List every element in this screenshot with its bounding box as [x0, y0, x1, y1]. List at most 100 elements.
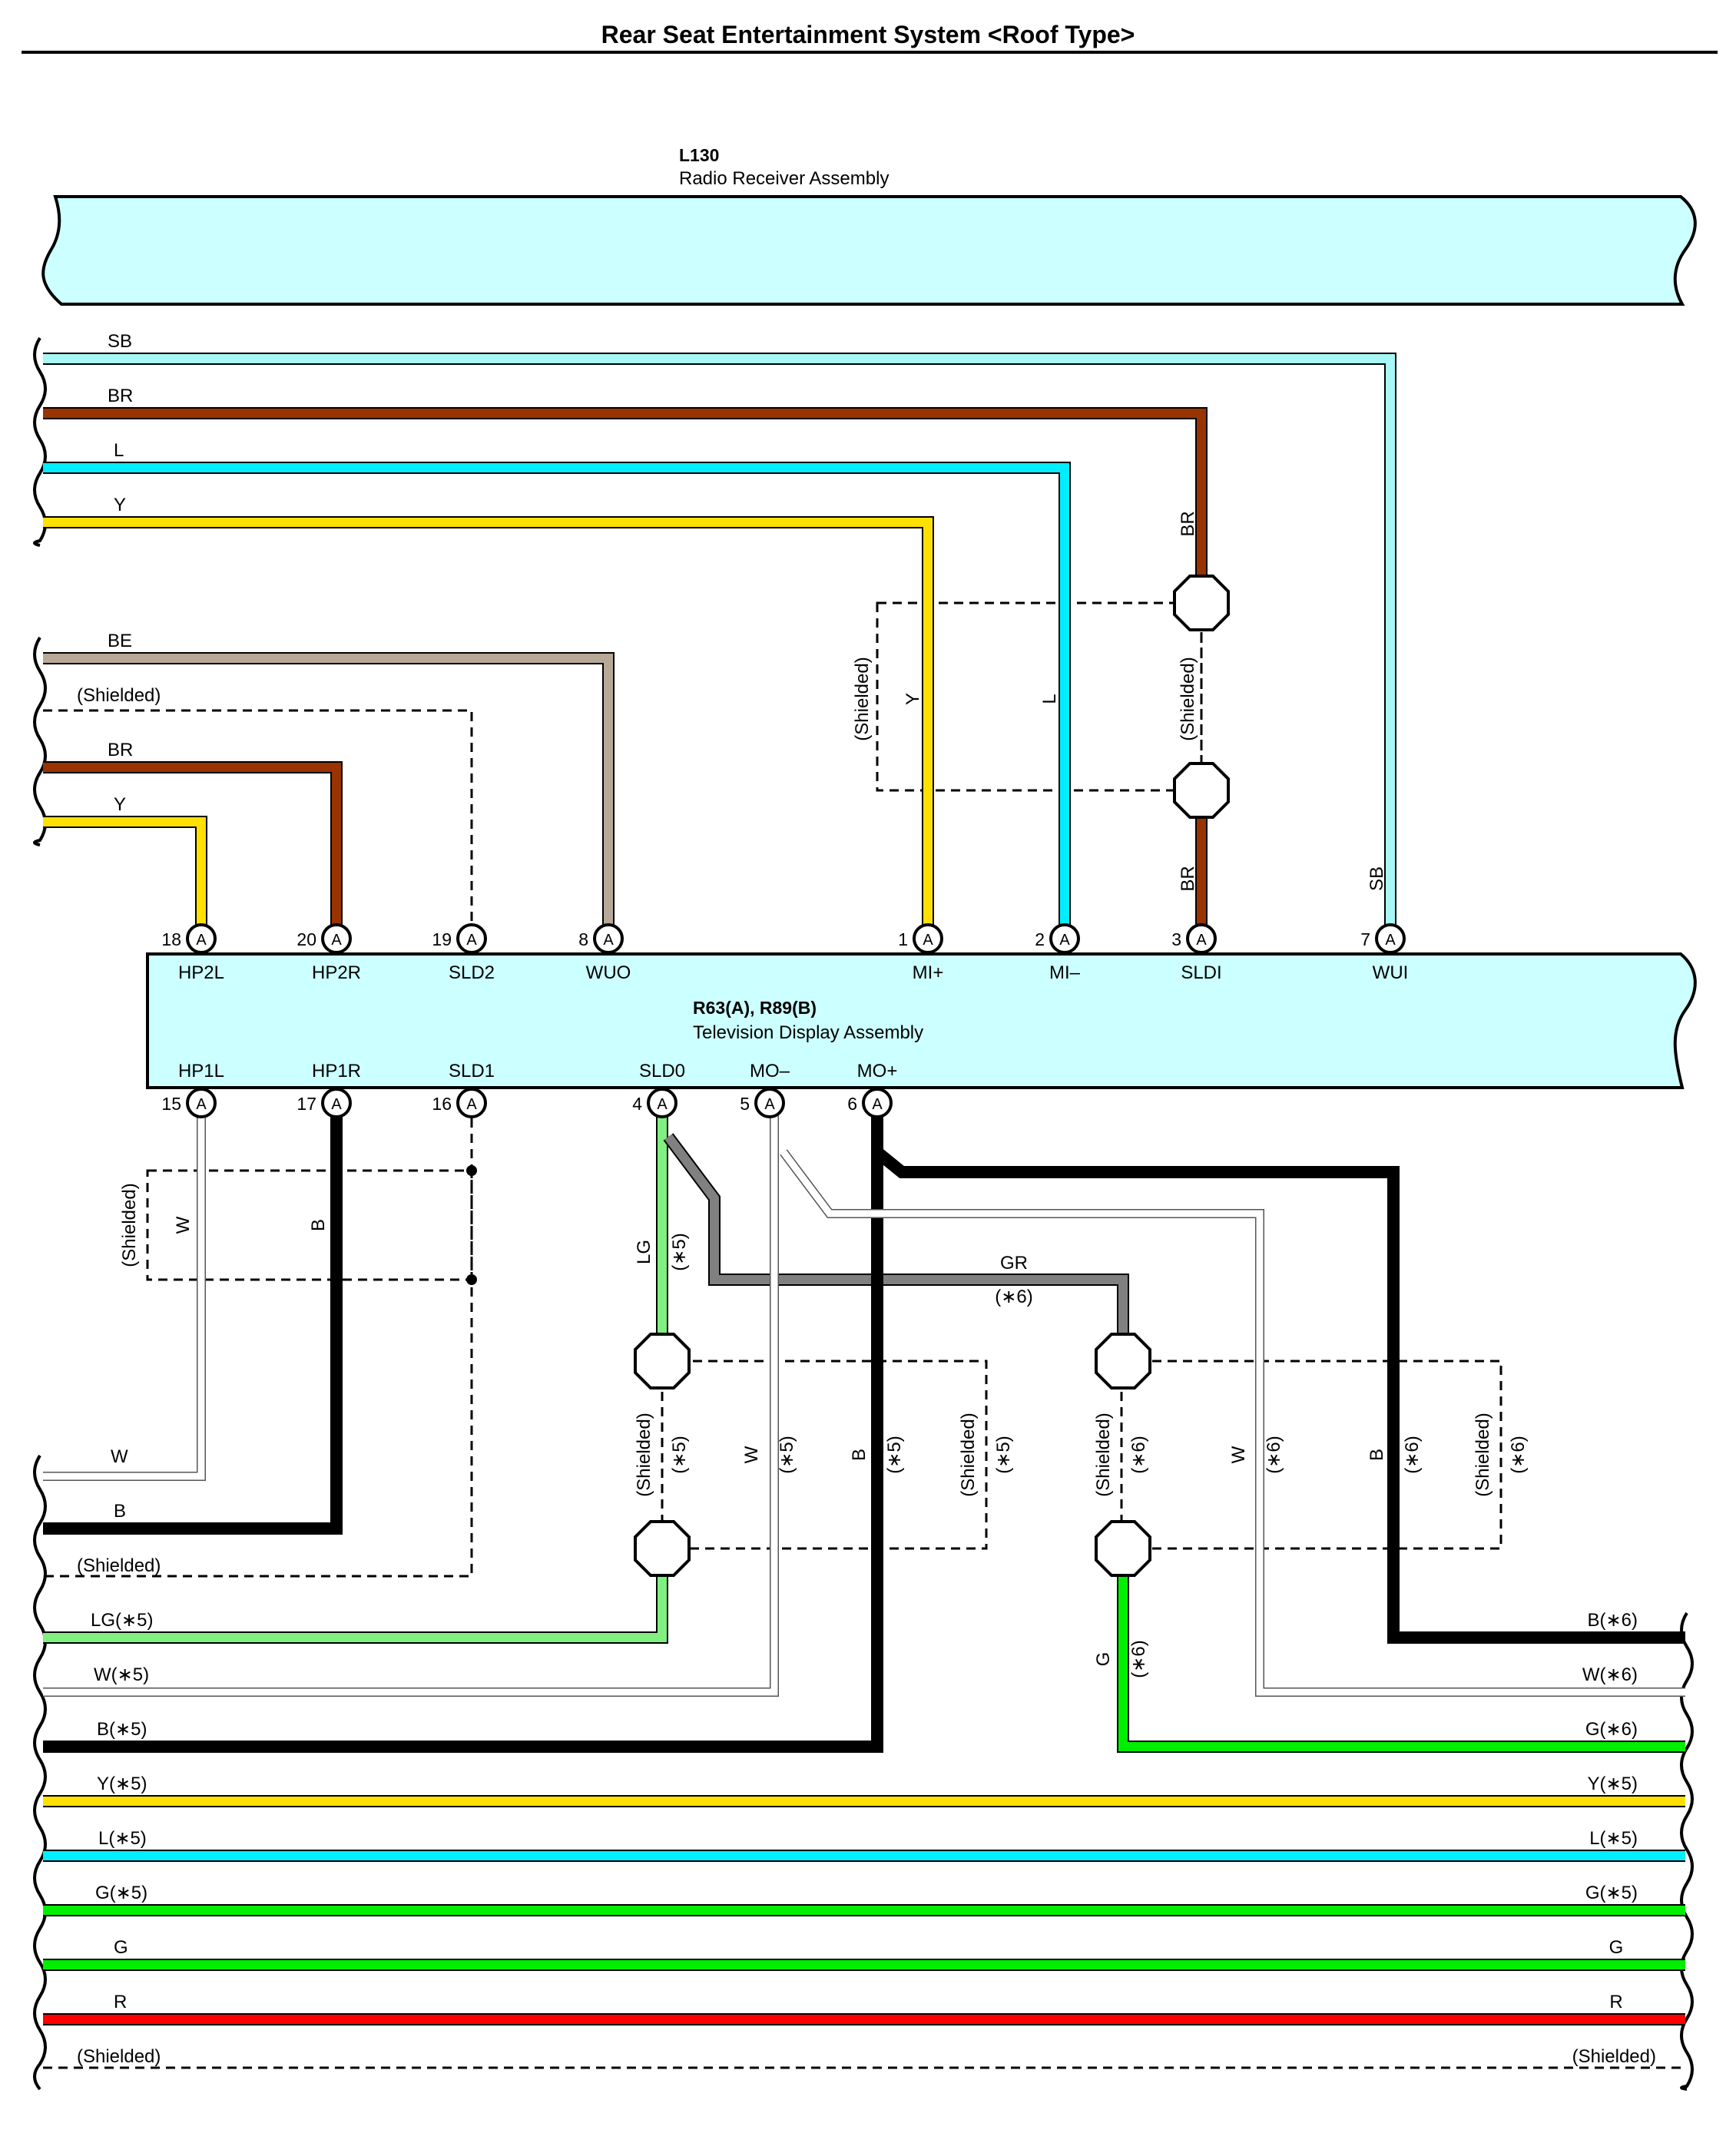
pin-label: HP1L — [178, 1061, 224, 1081]
radio-receiver-box — [41, 195, 1697, 306]
vlabel-note5: (∗5) — [993, 1436, 1014, 1473]
pin-sld0: A4 SLD0 — [632, 1061, 685, 1118]
pin-number: 2 — [1035, 929, 1045, 949]
pin-label: HP1R — [312, 1061, 361, 1081]
wire-label-r: R — [114, 1992, 127, 2012]
break-edge — [33, 336, 47, 547]
pin-label: HP2R — [312, 962, 361, 983]
pin-circle — [862, 1088, 893, 1118]
pin-label: SLD1 — [449, 1061, 495, 1081]
pin-label: MI– — [1049, 962, 1081, 983]
wire-label-r-right: R — [1609, 1992, 1622, 2012]
pin-number: 4 — [632, 1094, 642, 1114]
vlabel-w: W — [173, 1216, 194, 1234]
pin-circle — [456, 923, 487, 954]
pin-connector-letter: A — [657, 1096, 668, 1113]
vlabel-note5: (∗5) — [777, 1436, 797, 1473]
wire-label-w5: W(∗5) — [94, 1664, 149, 1685]
wire-label-g5-right: G(∗5) — [1585, 1883, 1638, 1903]
vlabel-lg: LG — [634, 1240, 654, 1264]
pin-label: WUO — [586, 962, 631, 983]
pin-connector-letter: A — [466, 932, 477, 949]
pin-number: 6 — [847, 1094, 857, 1114]
vlabel-b: B — [1367, 1449, 1387, 1461]
pin-number: 19 — [432, 929, 452, 949]
radio-code: L130 — [679, 145, 719, 165]
vlabel-shielded: (Shielded) — [1178, 657, 1198, 740]
wire-label-lg5: LG(∗5) — [91, 1610, 153, 1631]
pin-connector-letter: A — [872, 1096, 883, 1113]
vlabel-shielded: (Shielded) — [634, 1413, 654, 1496]
pin-circle — [913, 923, 943, 954]
shield-octagon-connector — [634, 1333, 691, 1389]
tv-display-box — [146, 952, 1697, 1089]
wires — [43, 353, 1685, 2025]
break-edge — [33, 1454, 47, 2091]
vlabel-g: G — [1093, 1652, 1114, 1667]
wire-label-l5-right: L(∗5) — [1589, 1828, 1638, 1849]
vlabel-note6: (∗6) — [1402, 1436, 1423, 1473]
pin-number: 7 — [1360, 929, 1370, 949]
wire-y — [43, 816, 207, 939]
pin-circle — [1375, 923, 1406, 954]
pin-number: 16 — [432, 1094, 452, 1114]
vlabel-y: Y — [903, 693, 923, 705]
wire-label-y: Y — [114, 794, 126, 815]
pin-hp1r: A 17 HP1R — [297, 1061, 361, 1118]
pin-connector-letter: A — [764, 1096, 775, 1113]
vertical-wire-labels: BR (Shielded) Y L (Shielded) BR SB (Shie… — [119, 511, 1529, 1678]
pin-label: HP2L — [178, 962, 224, 983]
wire-w — [780, 1149, 1685, 1697]
pin-circle — [593, 923, 624, 954]
wire-label-l5: L(∗5) — [98, 1828, 147, 1849]
wire-label-b5: B(∗5) — [97, 1719, 147, 1740]
pin-number: 17 — [297, 1094, 316, 1114]
vlabel-note6: (∗6) — [1128, 1436, 1149, 1473]
splice-point — [466, 1274, 477, 1285]
pin-circle — [1049, 923, 1080, 954]
pin-connector-letter: A — [331, 1096, 342, 1113]
vlabel-shielded: (Shielded) — [852, 657, 873, 740]
wire-label-y5: Y(∗5) — [97, 1774, 147, 1794]
wire-label-g-right: G — [1609, 1937, 1624, 1958]
wire-br — [43, 407, 1208, 603]
vlabel-br: BR — [1178, 511, 1198, 536]
wire-l — [43, 462, 1071, 939]
wire-br — [43, 761, 343, 939]
diagram-break-edges — [33, 336, 1694, 2091]
pin-label: SLD2 — [449, 962, 495, 983]
vlabel-note5: (∗5) — [884, 1436, 905, 1473]
vlabel-b: B — [308, 1219, 329, 1231]
wire-label-be: BE — [108, 631, 132, 651]
pin-circle — [186, 1088, 217, 1118]
vlabel-w: W — [1228, 1446, 1249, 1463]
pin-label: SLDI — [1181, 962, 1221, 983]
wire-b — [873, 1147, 1685, 1644]
wire-label-shielded: (Shielded) — [77, 685, 161, 706]
wire-label-b: B — [114, 1501, 126, 1522]
wire-label-y: Y — [114, 495, 126, 515]
vlabel-note5: (∗5) — [669, 1233, 690, 1270]
wire-g — [1117, 1548, 1685, 1753]
pin-circle — [647, 1088, 678, 1118]
pin-circle — [321, 923, 352, 954]
pin-label: SLD0 — [639, 1061, 685, 1081]
pin-number: 8 — [578, 929, 588, 949]
vlabel-sb: SB — [1367, 866, 1387, 891]
wire-b — [43, 1103, 883, 1753]
wire-label-w6: W(∗6) — [1582, 1664, 1638, 1685]
pin-connector-letter: A — [196, 1096, 207, 1113]
pin-connector-letter: A — [1385, 932, 1396, 949]
tv-name: Television Display Assembly — [693, 1022, 923, 1043]
vlabel-l: L — [1039, 694, 1060, 704]
diagram-title: Rear Seat Entertainment System <Roof Typ… — [601, 21, 1135, 48]
wire-label-g5: G(∗5) — [95, 1883, 147, 1903]
shield-octagon-connector — [1095, 1520, 1151, 1577]
shield-octagon-connector — [1173, 762, 1230, 819]
